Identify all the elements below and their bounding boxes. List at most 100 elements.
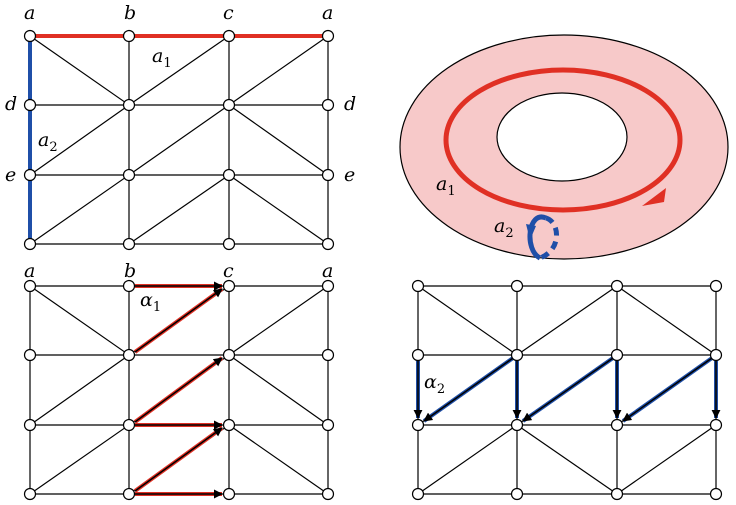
cycle-alpha1-panel: a b c a α1 [23, 260, 335, 501]
corner-label-a: a [24, 260, 35, 282]
diagonal-edge [616, 424, 717, 495]
cycle-alpha2-label: α2 [424, 371, 445, 397]
vertex [23, 487, 37, 501]
vertex [122, 168, 136, 182]
vertex [23, 29, 37, 43]
vertex [321, 348, 335, 362]
side-label-d-right: d [344, 93, 356, 115]
vertex-set [23, 29, 335, 251]
diagonal-edge [128, 174, 230, 245]
cycle-alpha2-arrow [622, 357, 713, 422]
corner-label-b: b [124, 260, 136, 282]
vertex-set [23, 279, 335, 501]
diagonal-edge [228, 174, 329, 245]
vertex [122, 348, 136, 362]
vertex [709, 279, 723, 293]
cycle-alpha2-arrow [522, 357, 614, 422]
vertex [23, 418, 37, 432]
diagonal-edge [29, 104, 130, 176]
vertex [122, 418, 136, 432]
triangulated-square-panel: a b c a d e d e a1 a2 [5, 2, 356, 251]
vertex [411, 348, 425, 362]
cycle-alpha1-arrow [134, 427, 223, 492]
diagonal-edge [228, 35, 329, 106]
vertex [411, 418, 425, 432]
vertex [222, 168, 236, 182]
diagonal-edge [29, 35, 130, 106]
cycle-a2-label: a2 [38, 129, 58, 155]
vertex [122, 237, 136, 251]
loop-a2-arrowhead [526, 224, 536, 240]
diagonal-edge [128, 104, 230, 176]
vertex [122, 279, 136, 293]
vertex [510, 487, 524, 501]
vertex [411, 487, 425, 501]
diagonal-edge [29, 174, 130, 245]
vertex [709, 487, 723, 501]
loop-a1-label: a1 [436, 173, 456, 199]
diagonal-edge [516, 285, 618, 356]
cycle-alpha2-arrow [423, 357, 514, 422]
vertex [222, 418, 236, 432]
cycle-alpha2-edges [413, 356, 721, 423]
loop-a2-label: a2 [494, 215, 514, 241]
cycle-a1-label: a1 [152, 45, 172, 71]
vertex [122, 29, 136, 43]
vertex [321, 418, 335, 432]
vertex-set [411, 279, 723, 501]
vertex [23, 168, 37, 182]
vertex [23, 279, 37, 293]
vertex [122, 487, 136, 501]
vertex [321, 168, 335, 182]
vertex [122, 98, 136, 112]
loop-a2-back [538, 215, 559, 261]
vertex [321, 237, 335, 251]
diagonal-edge [616, 285, 717, 356]
vertex [321, 29, 335, 43]
vertex [709, 418, 723, 432]
side-label-e-right: e [344, 164, 355, 186]
corner-label-b: b [124, 2, 136, 24]
diagonal-edge [516, 424, 618, 495]
side-label-e-left: e [5, 164, 16, 186]
diagonal-edge [417, 424, 518, 495]
vertex [222, 348, 236, 362]
diagonal-edge [29, 285, 130, 356]
vertex [23, 237, 37, 251]
corner-label-c: c [223, 260, 234, 282]
vertex [222, 98, 236, 112]
vertex [510, 279, 524, 293]
vertex [23, 348, 37, 362]
corner-label-a-right: a [322, 2, 333, 24]
diagonal-edge [128, 35, 230, 106]
corner-label-a: a [24, 2, 35, 24]
vertex [411, 279, 425, 293]
vertex [321, 279, 335, 293]
vertex [222, 487, 236, 501]
vertex [23, 98, 37, 112]
vertex [321, 98, 335, 112]
diagonal-edge [228, 104, 329, 176]
corner-label-c: c [223, 2, 234, 24]
loop-a1-arrowhead [642, 188, 666, 206]
vertex [510, 348, 524, 362]
cycle-alpha1-edges [133, 281, 224, 499]
diagonal-edge [29, 354, 130, 426]
loop-a1 [443, 67, 683, 213]
vertex [510, 418, 524, 432]
cycle-alpha2-panel: α2 [411, 279, 723, 501]
cycle-alpha1-arrow [134, 288, 223, 353]
diagonal-edge [228, 424, 329, 495]
cycle-alpha1-label: α1 [140, 289, 161, 315]
vertex [222, 279, 236, 293]
diagonal-edge [417, 285, 518, 356]
side-label-d-left: d [5, 93, 17, 115]
vertex [610, 348, 624, 362]
vertex [610, 487, 624, 501]
torus-panel: a1 a2 [399, 34, 729, 261]
diagonal-edge [228, 354, 329, 426]
corner-label-a-right: a [322, 260, 333, 282]
triangulation-edges [29, 35, 329, 245]
cycle-alpha1-arrow [134, 357, 223, 423]
